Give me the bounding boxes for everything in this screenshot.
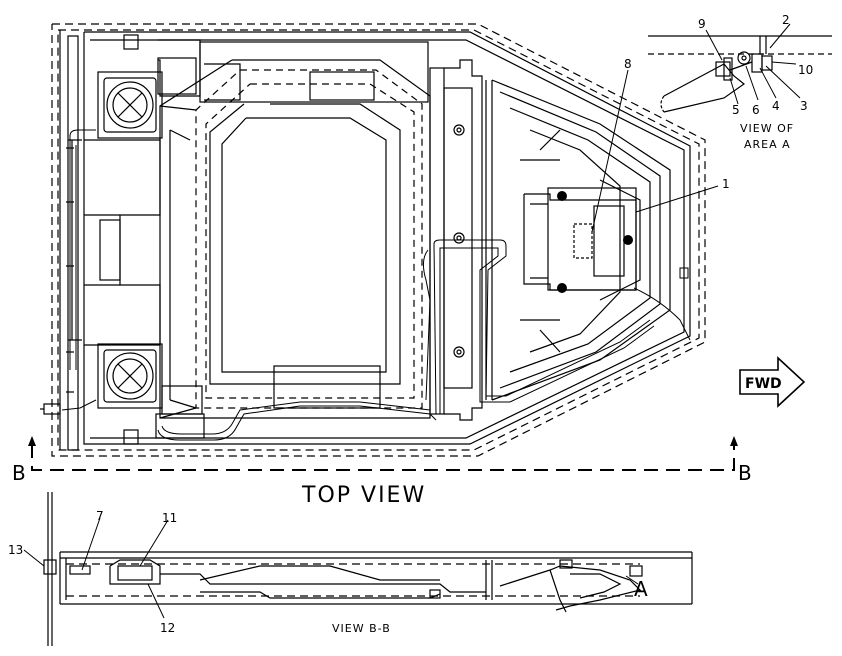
lower-speaker (97, 343, 163, 409)
upper-left-bracket (157, 39, 201, 97)
mounting-plate (523, 187, 637, 291)
callout-6: 6 (752, 103, 760, 117)
right-frame (429, 59, 493, 421)
view-title: TOP VIEW (301, 483, 426, 508)
section-marker-right: B (738, 461, 752, 485)
callout-1: 1 (722, 177, 730, 191)
forward-arrow (739, 356, 806, 408)
section-arrows (28, 436, 738, 446)
callout-2: 2 (782, 13, 790, 27)
upper-speaker (97, 71, 163, 139)
left-fittings (40, 147, 74, 415)
callout-9: 9 (698, 17, 706, 31)
callout-3: 3 (800, 99, 808, 113)
callout-12: 12 (160, 621, 175, 635)
top-view-outline (51, 23, 706, 457)
callout-7: 7 (96, 509, 104, 523)
section-line (31, 444, 735, 471)
front-nose (491, 79, 671, 401)
section-view-bb (43, 492, 693, 646)
detail-caption-line-1: VIEW OF (740, 122, 794, 135)
detail-caption-line-2: AREA A (744, 138, 791, 151)
callout-11: 11 (162, 511, 177, 525)
section-marker-left: B (12, 461, 26, 485)
callout-13: 13 (8, 543, 23, 557)
roof-panel (159, 41, 431, 419)
callout-10: 10 (798, 63, 813, 77)
area-marker: A (634, 577, 648, 601)
fwd-label: FWD (745, 376, 782, 392)
left-column-frame (67, 34, 161, 451)
detail-area-a (648, 35, 832, 113)
callout-5: 5 (732, 103, 740, 117)
mounting-plate-bolts (557, 191, 633, 293)
callout-8: 8 (624, 57, 632, 71)
section-caption: VIEW B-B (332, 622, 391, 635)
callout-leaders (23, 23, 801, 619)
callout-4: 4 (772, 99, 780, 113)
wiring-harness (61, 129, 691, 441)
lower-left-bracket (155, 385, 205, 439)
